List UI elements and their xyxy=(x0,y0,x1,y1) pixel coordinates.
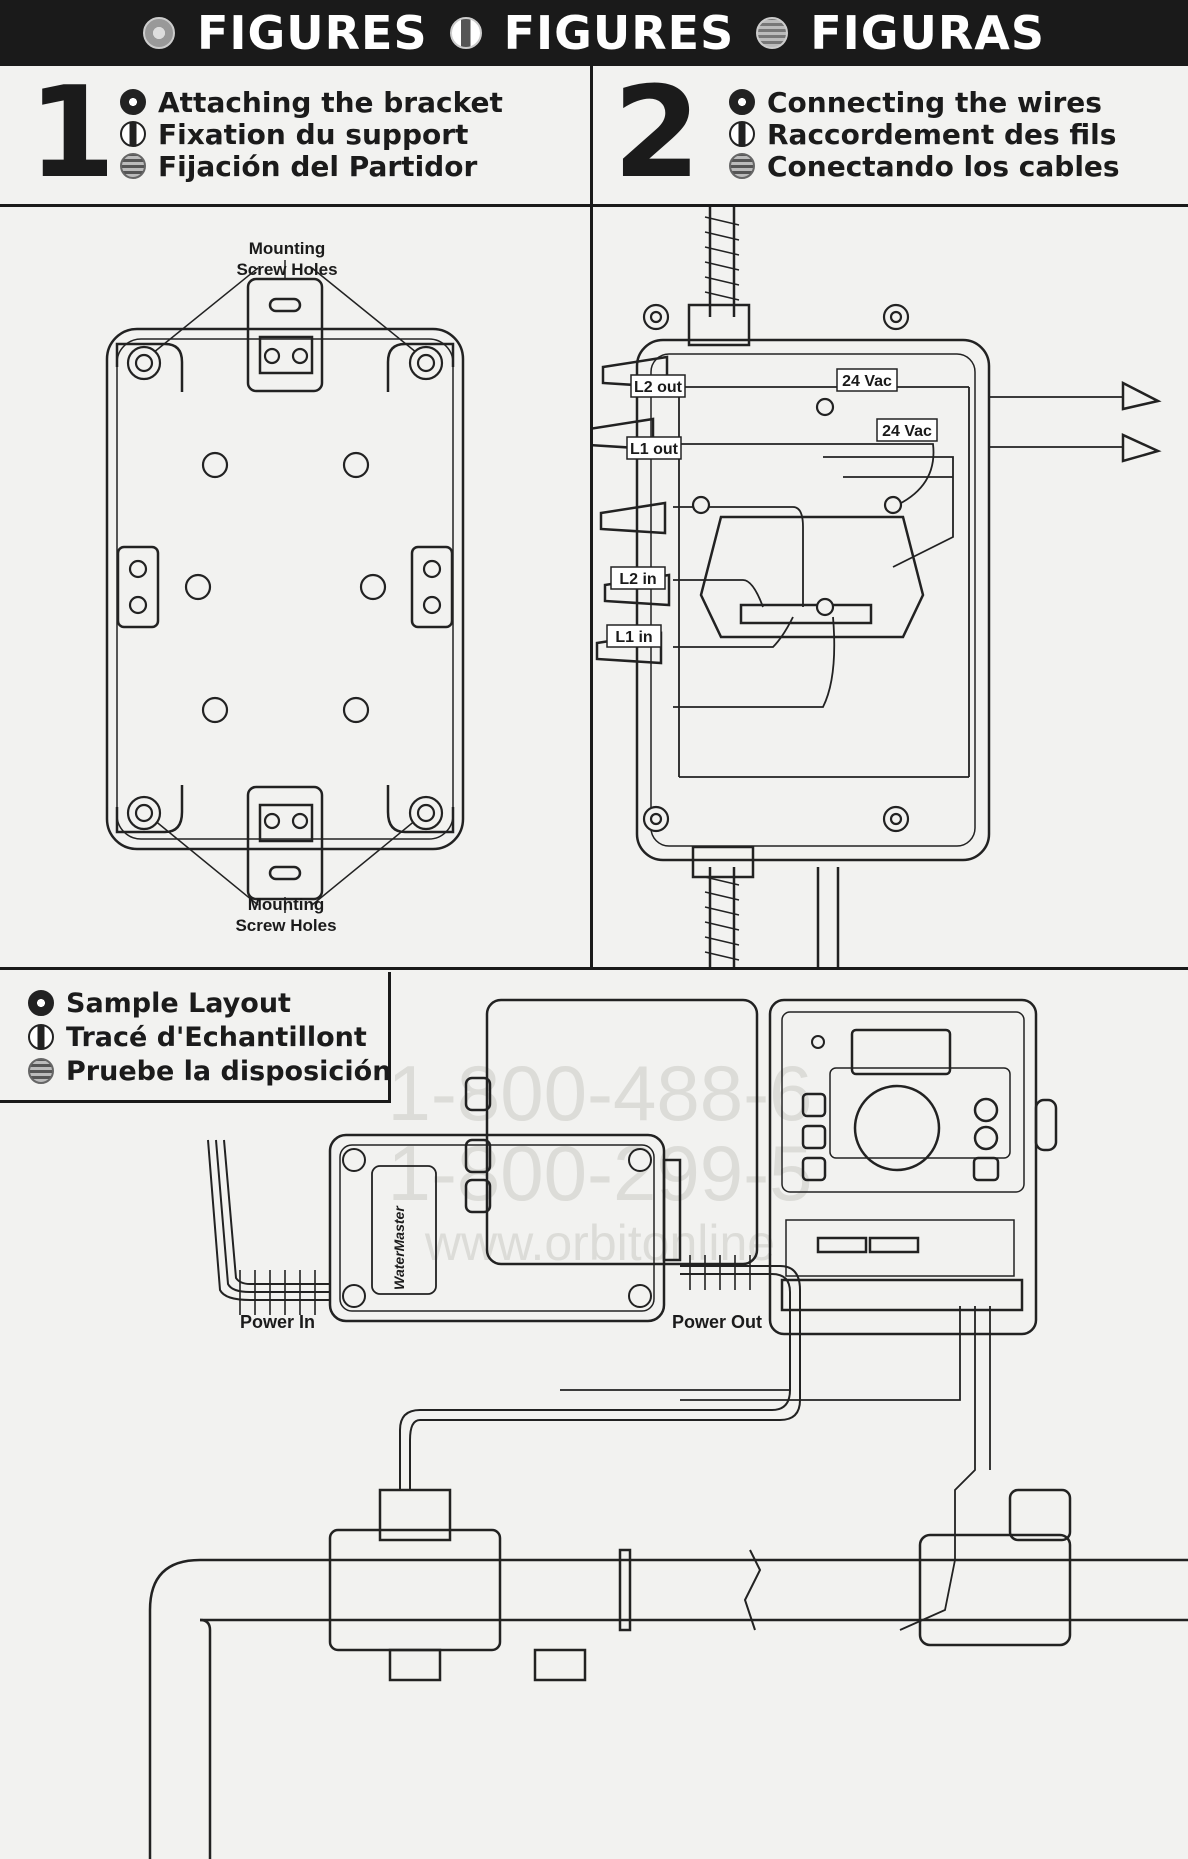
figure-2-wiring-diagram: L2 out L1 out L2 in L1 in 24 Vac 24 Vac xyxy=(593,207,1162,967)
fr-flag-icon xyxy=(28,1024,54,1050)
wire-nut-24vac-b xyxy=(1121,433,1162,463)
terminal-block xyxy=(699,515,925,639)
sample-title-es: Pruebe la disposición xyxy=(66,1055,392,1087)
conduit-bottom xyxy=(708,867,736,967)
uk-flag-icon xyxy=(729,89,755,115)
label-l2-in: L2 in xyxy=(619,571,656,588)
es-flag-icon xyxy=(756,17,789,49)
label-l1-in: L1 in xyxy=(615,629,652,646)
es-flag-icon xyxy=(28,1058,54,1084)
controller-cover xyxy=(485,998,759,1266)
label-l2-out: L2 out xyxy=(634,379,683,396)
horizontal-divider xyxy=(0,967,1188,970)
label-mounting-bottom-1: Mounting xyxy=(248,895,324,914)
figure-1-heading: 1 Attaching the bracket Fixation du supp… xyxy=(0,66,590,207)
figure-2-title-en: Connecting the wires xyxy=(767,85,1102,119)
figure-1-title-fr: Fixation du support xyxy=(158,117,469,151)
vertical-divider xyxy=(590,66,593,970)
fr-flag-icon xyxy=(449,17,482,49)
figure-1-title-en: Attaching the bracket xyxy=(158,85,503,119)
label-mounting-top-2: Screw Holes xyxy=(236,260,337,279)
fr-flag-icon xyxy=(729,121,755,147)
label-power-in: Power In xyxy=(240,1312,315,1332)
label-mounting-top-1: Mounting xyxy=(249,239,325,258)
watermaster-logo-text: WaterMaster xyxy=(391,1205,407,1290)
sample-title-fr: Tracé d'Echantillont xyxy=(66,1021,367,1053)
page-header: FIGURES FIGURES FIGURAS xyxy=(0,0,1188,66)
junction-box xyxy=(635,338,991,862)
figure-2-title-es: Conectando los cables xyxy=(767,149,1120,183)
watermark-url: www.orbitonline xyxy=(424,1215,775,1271)
sample-layout-heading: Sample Layout Tracé d'Echantillont Prueb… xyxy=(0,972,391,1103)
sprinkler-valve xyxy=(918,1533,1072,1647)
figure-2-title-fr: Raccordement des fils xyxy=(767,117,1117,151)
uk-flag-icon xyxy=(142,17,175,49)
uk-flag-icon xyxy=(120,89,146,115)
header-word-es: FIGURAS xyxy=(810,6,1046,60)
label-24vac-a: 24 Vac xyxy=(842,373,892,390)
figure-2-number: 2 xyxy=(613,59,701,206)
sample-layout-diagram: 1-800-488-6 1-800-299-5 www.orbitonline xyxy=(148,998,1188,1859)
bracket-outline xyxy=(105,327,465,851)
water-pipe xyxy=(200,1558,1188,1622)
pipe-tee-fitting xyxy=(328,1528,502,1652)
es-flag-icon xyxy=(729,153,755,179)
watermark-phone-2: 1-800-299-5 xyxy=(388,1129,813,1217)
label-mounting-bottom-2: Screw Holes xyxy=(235,916,336,935)
uk-flag-icon xyxy=(28,990,54,1016)
sprinkler-controller xyxy=(768,998,1038,1336)
header-word-fr: FIGURES xyxy=(503,6,735,60)
figure-1-number: 1 xyxy=(28,59,116,206)
label-l1-out: L1 out xyxy=(630,441,679,458)
sample-title-en: Sample Layout xyxy=(66,987,291,1019)
wire-nut-24vac-a xyxy=(1121,380,1162,411)
figure-2-heading: 2 Connecting the wires Raccordement des … xyxy=(593,66,1188,207)
label-power-out: Power Out xyxy=(672,1312,762,1332)
label-24vac-b: 24 Vac xyxy=(882,423,932,440)
fr-flag-icon xyxy=(120,121,146,147)
watermark-phone-1: 1-800-488-6 xyxy=(388,1049,813,1137)
es-flag-icon xyxy=(120,153,146,179)
header-word-en: FIGURES xyxy=(196,6,428,60)
controller-dial xyxy=(853,1084,941,1172)
figure-1-title-es: Fijación del Partidor xyxy=(158,149,478,183)
figure-1-bracket-diagram: Mounting Screw Holes Mounting Screw Hole… xyxy=(105,239,465,935)
